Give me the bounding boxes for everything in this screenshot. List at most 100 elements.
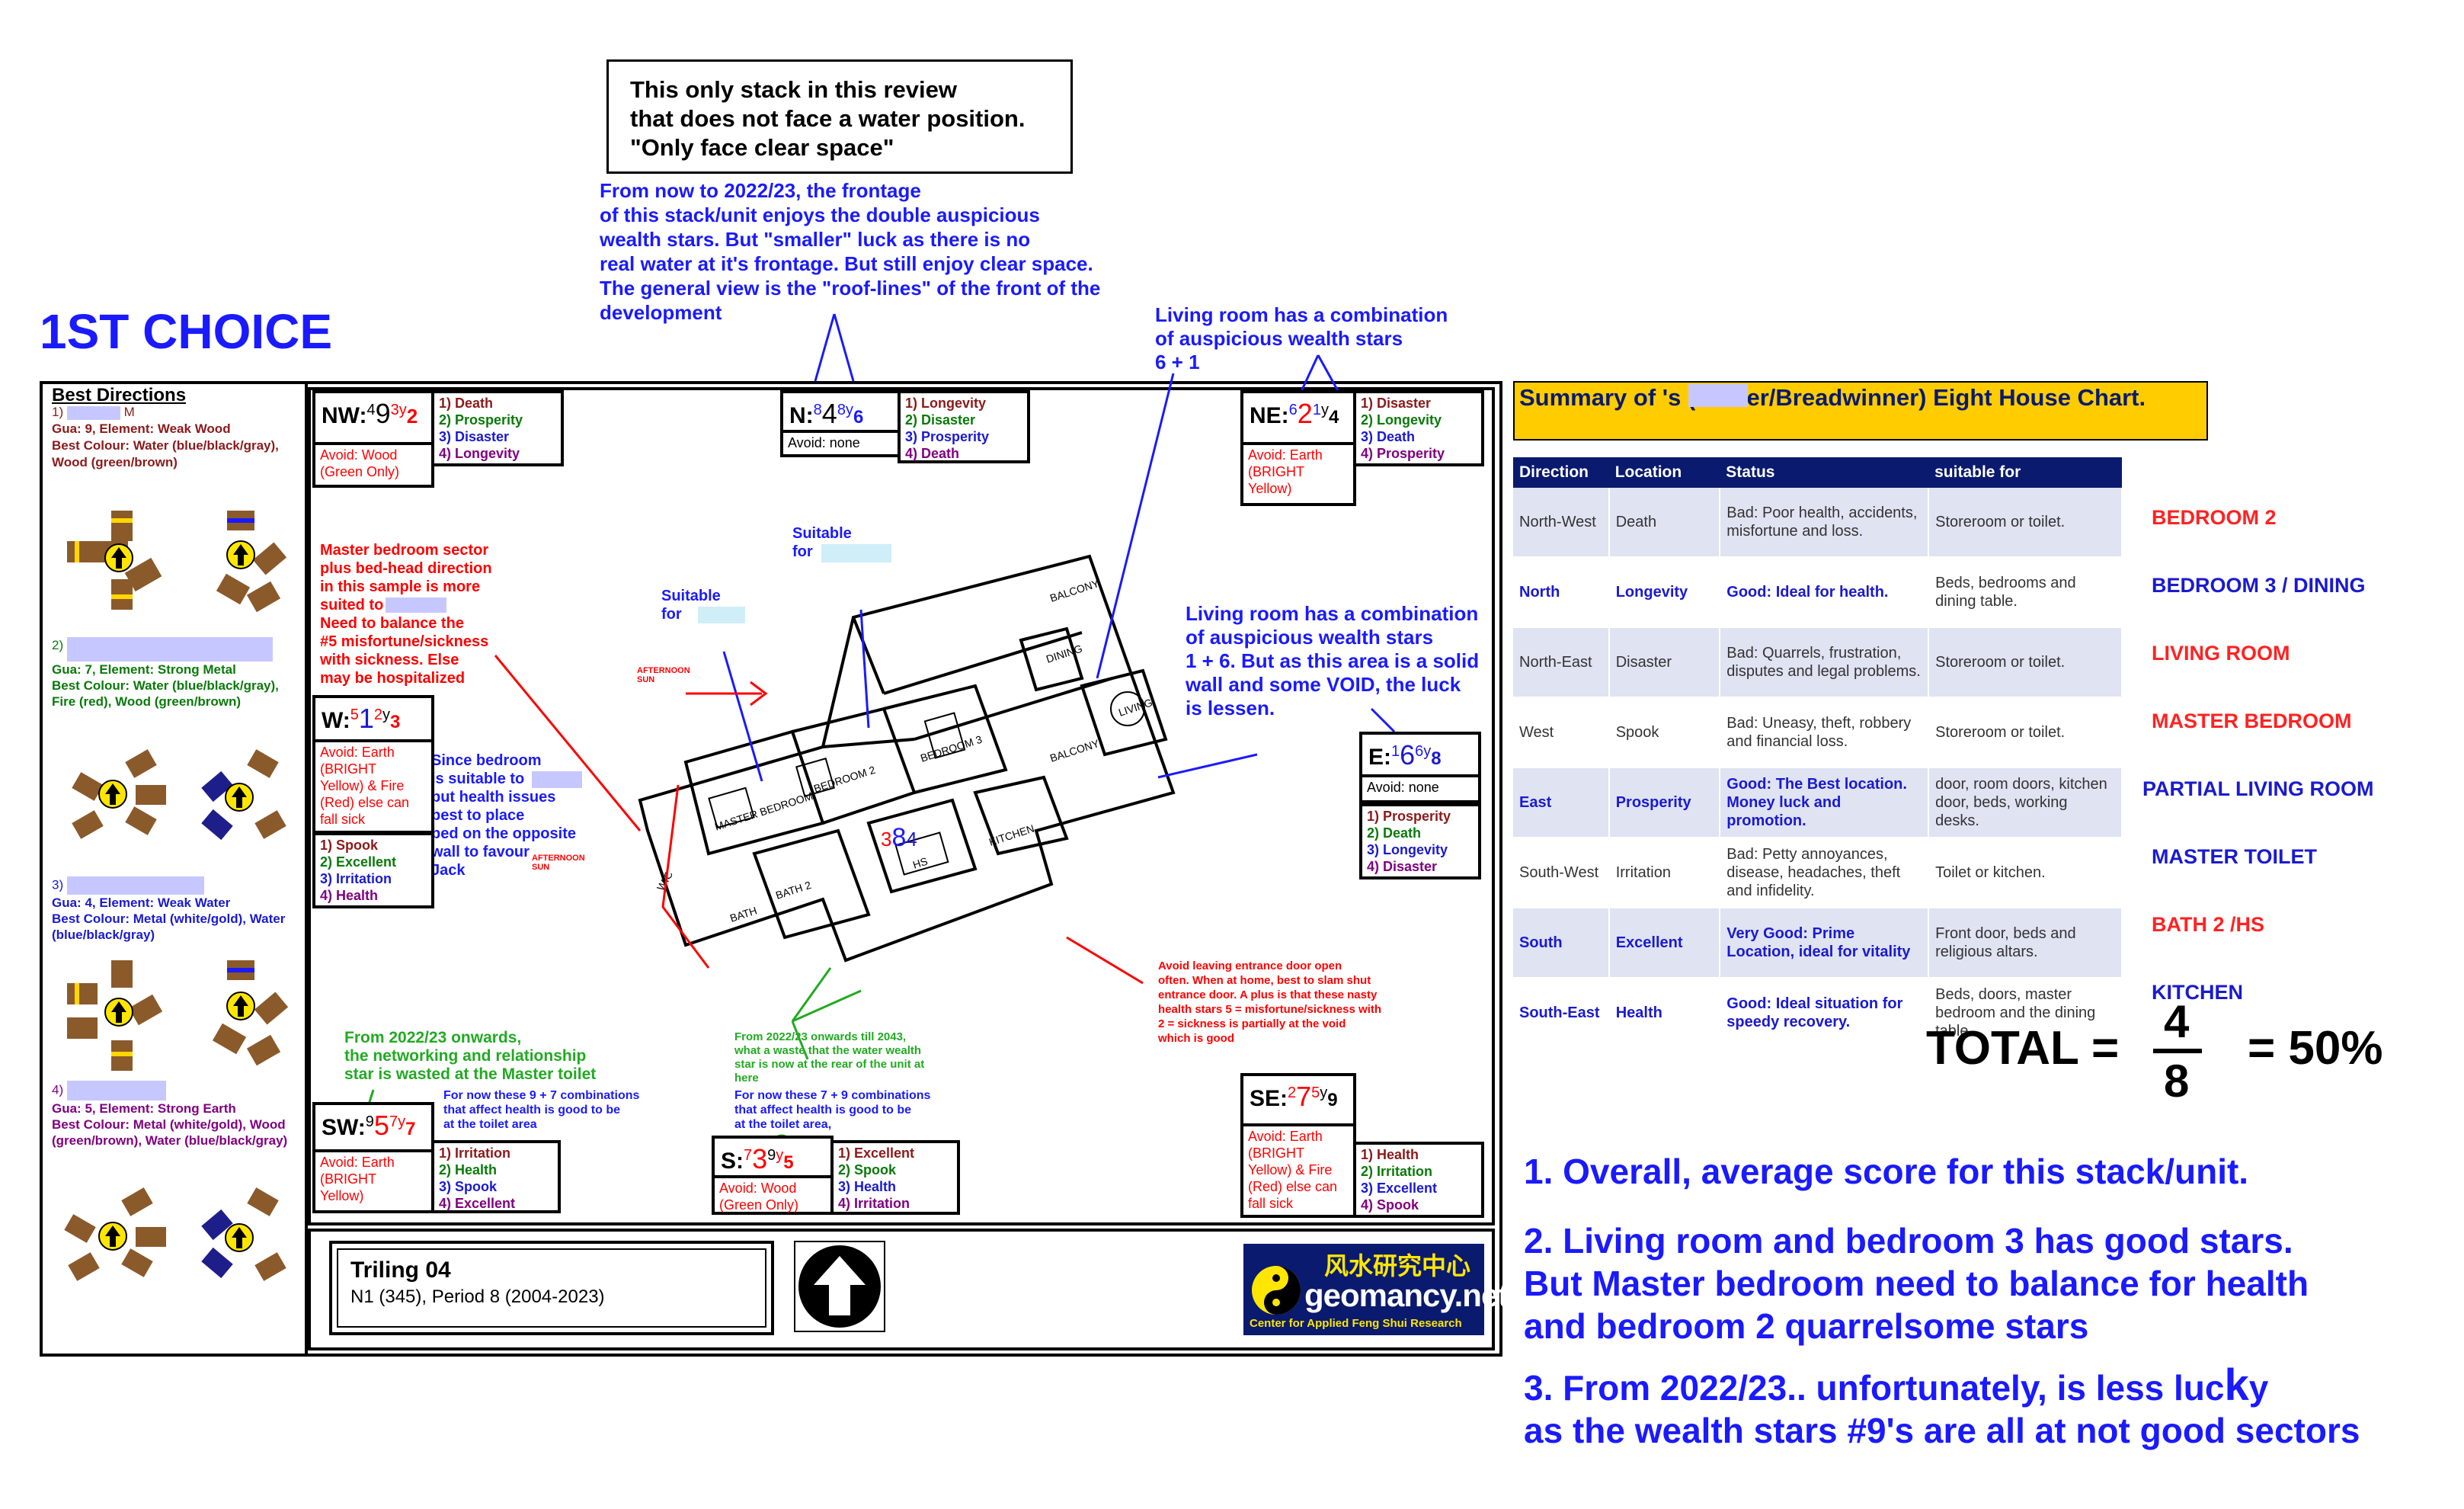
conclusion-3: 3. From 2022/23.. unfortunately, is less… bbox=[1524, 1360, 2360, 1451]
loc-cell: Spook bbox=[1608, 697, 1721, 768]
suit-cell: Storeroom or toilet. bbox=[1928, 627, 2123, 698]
status-cell: Good: The Best location. Money luck and … bbox=[1720, 767, 1930, 838]
dir-cell: North bbox=[1513, 557, 1610, 628]
loc-cell: Disaster bbox=[1608, 627, 1721, 698]
left-panel-divider bbox=[305, 381, 308, 1357]
room-label: BEDROOM 3 / DINING bbox=[2152, 574, 2366, 597]
room-label: LIVING ROOM bbox=[2152, 642, 2290, 665]
master-bedroom-note: Master bedroom sector plus bed-head dire… bbox=[320, 542, 492, 687]
redacted-suitable-1 bbox=[821, 544, 891, 562]
bedroom-note: Since bedroom is suitable to but health … bbox=[431, 752, 576, 879]
summary-title: Summary of 's (Owner/Breadwinner) Eight … bbox=[1513, 381, 2208, 441]
status-cell: Good: Ideal for health. bbox=[1720, 557, 1930, 628]
redacted-suitable-2 bbox=[698, 607, 745, 623]
person-4: 4) Gua: 5, Element: Strong Earth Best Co… bbox=[52, 1081, 303, 1149]
person-1: 1) M Gua: 9, Element: Weak Wood Best Col… bbox=[52, 405, 279, 469]
status-cell: Bad: Poor health, accidents, misfortune … bbox=[1720, 488, 1930, 558]
status-cell: Bad: Petty annoyances, disease, headache… bbox=[1720, 838, 1930, 908]
dir-cell: West bbox=[1513, 697, 1610, 768]
loc-cell: Death bbox=[1608, 488, 1721, 558]
floorplan-label: HS bbox=[911, 855, 929, 871]
loc-cell: Excellent bbox=[1608, 908, 1721, 979]
direction-icons-3 bbox=[67, 960, 289, 1071]
bagua-icon bbox=[67, 511, 162, 610]
th-status: Status bbox=[1720, 457, 1929, 488]
dir-cell: North-East bbox=[1513, 627, 1610, 698]
loc-cell: Health bbox=[1608, 978, 1721, 1049]
room-label: BATH 2 /HS bbox=[2152, 913, 2265, 936]
total-numerator: 4 bbox=[2164, 996, 2190, 1047]
dir-cell: South bbox=[1513, 908, 1610, 979]
living-note-top: Living room has a combination of auspici… bbox=[1155, 303, 1448, 373]
room-label: MASTER TOILET bbox=[2152, 845, 2318, 868]
bagua-icon bbox=[201, 1187, 286, 1281]
status-cell: Bad: Quarrels, frustration, disputes and… bbox=[1720, 627, 1930, 698]
redacted-name bbox=[66, 405, 120, 420]
main-frame bbox=[40, 381, 1502, 1357]
total-label: TOTAL = bbox=[1926, 1022, 2120, 1075]
blue-note-left: For now these 9 + 7 combinations that af… bbox=[443, 1089, 640, 1131]
suit-cell: Storeroom or toilet. bbox=[1928, 697, 2123, 768]
bagua-icon bbox=[67, 960, 163, 1071]
first-choice-heading: 1ST CHOICE bbox=[40, 304, 333, 359]
redacted-owner bbox=[1688, 384, 1748, 407]
th-suitable: suitable for bbox=[1928, 457, 2122, 488]
person-2: 2) Gua: 7, Element: Strong Metal Best Co… bbox=[52, 637, 279, 709]
direction-icons-4 bbox=[64, 1187, 286, 1281]
loc-cell: Prosperity bbox=[1608, 767, 1721, 838]
status-cell: Bad: Uneasy, theft, robbery and financia… bbox=[1720, 697, 1930, 768]
suit-cell: Toilet or kitchen. bbox=[1928, 838, 2123, 908]
dir-cell: East bbox=[1513, 767, 1610, 838]
loc-cell: Longevity bbox=[1608, 557, 1721, 628]
top-note-box: This only stack in this review that does… bbox=[606, 59, 1073, 174]
suit-cell: door, room doors, kitchen door, beds, wo… bbox=[1928, 767, 2123, 838]
bagua-icon bbox=[64, 1187, 166, 1281]
logo-tagline: Center for Applied Feng Shui Research bbox=[1250, 1317, 1462, 1330]
afternoon-sun-label-2: AFTERNOON SUN bbox=[532, 854, 585, 872]
entrance-note: Avoid leaving entrance door open often. … bbox=[1158, 960, 1382, 1045]
person-3: 3) Gua: 4, Element: Weak Water Best Colo… bbox=[52, 876, 286, 942]
suit-cell: Storeroom or toilet. bbox=[1928, 488, 2123, 558]
suit-cell: Beds, doors, master bedroom and the dini… bbox=[1928, 978, 2123, 1049]
green-note-mid: From 2022/23 onwards till 2043, what a w… bbox=[734, 1030, 925, 1084]
frontage-note: From now to 2022/23, the frontage of thi… bbox=[600, 179, 1101, 324]
best-directions-panel: Best Directions 1) M Gua: 9, Element: We… bbox=[52, 385, 303, 471]
redacted-name bbox=[66, 1081, 166, 1101]
direction-icons-1 bbox=[67, 511, 287, 613]
suitable-note-1: Suitable for bbox=[792, 525, 852, 560]
center-stars: 384 bbox=[881, 823, 917, 852]
green-note-left: From 2022/23 onwards, the networking and… bbox=[344, 1029, 597, 1083]
logo-chinese: 风水研究中心 bbox=[1324, 1252, 1471, 1280]
title-box: Triling 04 N1 (345), Period 8 (2004-2023… bbox=[329, 1241, 774, 1335]
eight-house-table: Direction Location Status suitable for N… bbox=[1513, 457, 2123, 1049]
room-label: BEDROOM 2 bbox=[2152, 506, 2277, 529]
title-period: N1 (345), Period 8 (2004-2023) bbox=[350, 1286, 605, 1307]
status-cell: Very Good: Prime Location, ideal for vit… bbox=[1720, 908, 1930, 979]
dir-cell: North-West bbox=[1513, 488, 1610, 558]
redacted-master bbox=[386, 598, 446, 613]
direction-icons-2 bbox=[72, 749, 286, 841]
conclusion-2: 2. Living room and bedroom 3 has good st… bbox=[1524, 1221, 2309, 1346]
total-denominator: 8 bbox=[2164, 1056, 2190, 1107]
dir-cell: South-West bbox=[1513, 838, 1610, 908]
bagua-icon bbox=[201, 749, 286, 841]
redacted-bedroom bbox=[532, 771, 582, 788]
bagua-icon bbox=[216, 511, 287, 613]
suit-cell: Front door, beds and religious altars. bbox=[1928, 908, 2123, 979]
north-arrow-box bbox=[794, 1241, 885, 1332]
bagua-icon bbox=[72, 749, 166, 839]
best-directions-title: Best Directions bbox=[52, 385, 187, 405]
floorplan-panel-border bbox=[308, 387, 1495, 1225]
living-note-right: Living room has a combination of auspici… bbox=[1186, 602, 1480, 719]
title-name: Triling 04 bbox=[350, 1258, 451, 1283]
th-direction: Direction bbox=[1513, 457, 1609, 488]
room-label: PARTIAL LIVING ROOM bbox=[2142, 777, 2374, 800]
bagua-icon bbox=[212, 960, 289, 1066]
total-fraction-bar bbox=[2153, 1049, 2202, 1053]
